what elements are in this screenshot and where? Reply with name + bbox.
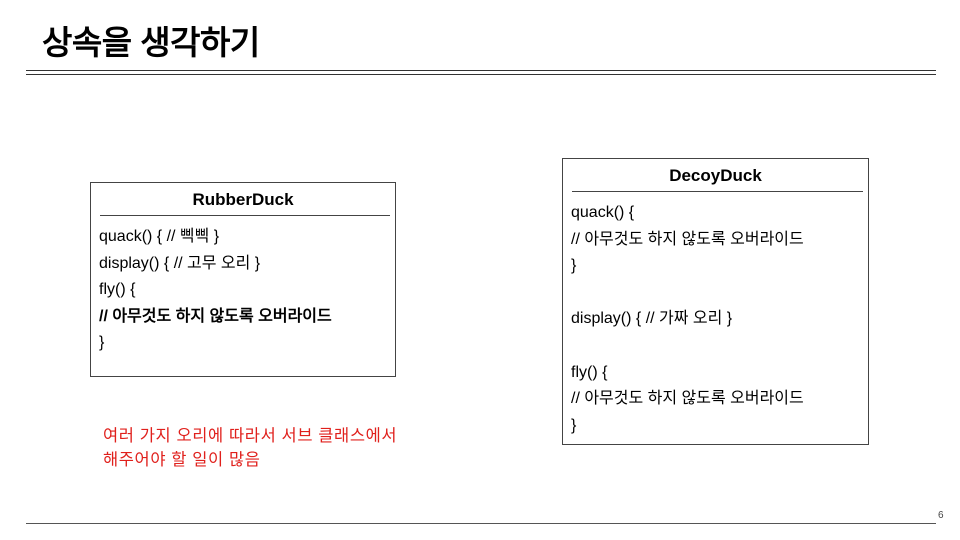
code-line: } — [99, 334, 105, 351]
code-line: display() { // 가짜 오리 } — [571, 310, 733, 328]
decoy-duck-class-name: DecoyDuck — [669, 166, 762, 185]
title-underline-thin — [26, 74, 936, 75]
code-line: // 아무것도 하지 않도록 오버라이드 — [571, 390, 804, 408]
code-line: quack() { // 삑삑 } — [99, 228, 220, 245]
note-line: 여러 가지 오리에 따라서 서브 클래스에서 — [103, 427, 398, 445]
note-text: 여러 가지 오리에 따라서 서브 클래스에서 해주어야 할 일이 많음 — [103, 424, 397, 472]
code-line: // 아무것도 하지 않도록 오버라이드 — [571, 230, 804, 248]
code-line — [571, 333, 804, 360]
code-line: display() { // 고무 오리 } — [99, 254, 261, 272]
page-number: 6 — [938, 510, 944, 521]
code-line: } — [571, 416, 577, 434]
code-line: fly() { — [571, 363, 608, 381]
class-name-divider — [100, 215, 390, 216]
rubber-duck-methods: quack() { // 삑삑 } display() { // 고무 오리 }… — [99, 224, 332, 357]
code-line — [571, 280, 804, 307]
footer-rule — [26, 523, 936, 524]
rubber-duck-class-name: RubberDuck — [192, 190, 294, 209]
rubber-duck-class-box: RubberDuck quack() { // 삑삑 } display() {… — [90, 182, 396, 377]
slide-title: 상속을 생각하기 — [42, 24, 260, 61]
note-line: 해주어야 할 일이 많음 — [103, 451, 261, 469]
decoy-duck-class-box: DecoyDuck quack() { // 아무것도 하지 않도록 오버라이드… — [562, 158, 869, 445]
class-name-divider — [572, 191, 863, 192]
code-line: quack() { — [571, 204, 635, 221]
decoy-duck-methods: quack() { // 아무것도 하지 않도록 오버라이드 } display… — [571, 200, 804, 439]
code-line: } — [571, 257, 577, 275]
code-line: fly() { — [99, 281, 136, 298]
code-line: // 아무것도 하지 않도록 오버라이드 — [99, 307, 332, 325]
title-underline-thick — [26, 70, 936, 71]
